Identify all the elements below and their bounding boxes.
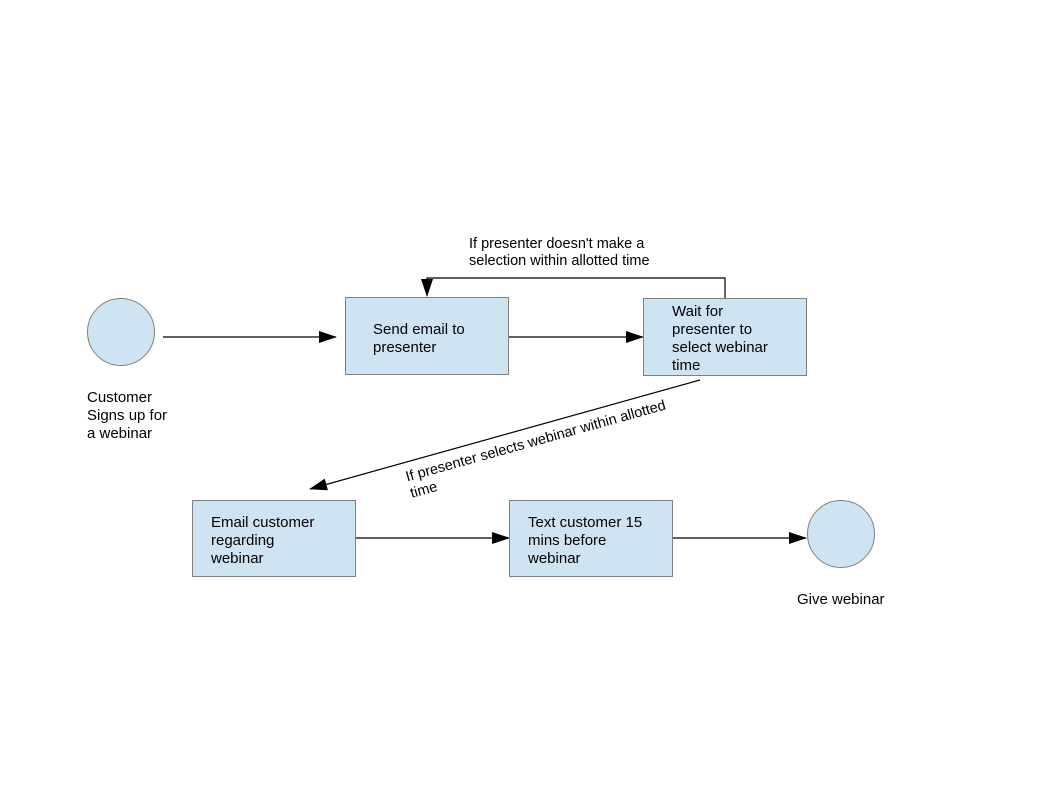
email-customer-label: Email customer regarding webinar <box>211 514 315 567</box>
send-email-box: Send email to presenter <box>345 297 509 375</box>
text-customer-box: Text customer 15 mins before webinar <box>509 500 673 577</box>
retry-edge-label: If presenter doesn't make a selection wi… <box>469 236 650 269</box>
send-email-label: Send email to presenter <box>373 321 465 356</box>
wait-for-presenter-label: Wait for presenter to select webinar tim… <box>672 303 768 374</box>
arrow-wait-back-to-send-email <box>421 277 726 298</box>
wait-for-presenter-box: Wait for presenter to select webinar tim… <box>643 298 807 376</box>
end-node-circle <box>807 500 875 568</box>
text-customer-label: Text customer 15 mins before webinar <box>528 514 643 567</box>
start-node-label: Customer Signs up for a webinar <box>87 389 168 442</box>
end-node-label: Give webinar <box>797 591 885 608</box>
arrow-wait-to-email-customer <box>309 379 701 491</box>
email-customer-box: Email customer regarding webinar <box>192 500 356 577</box>
start-node-circle <box>87 298 155 366</box>
